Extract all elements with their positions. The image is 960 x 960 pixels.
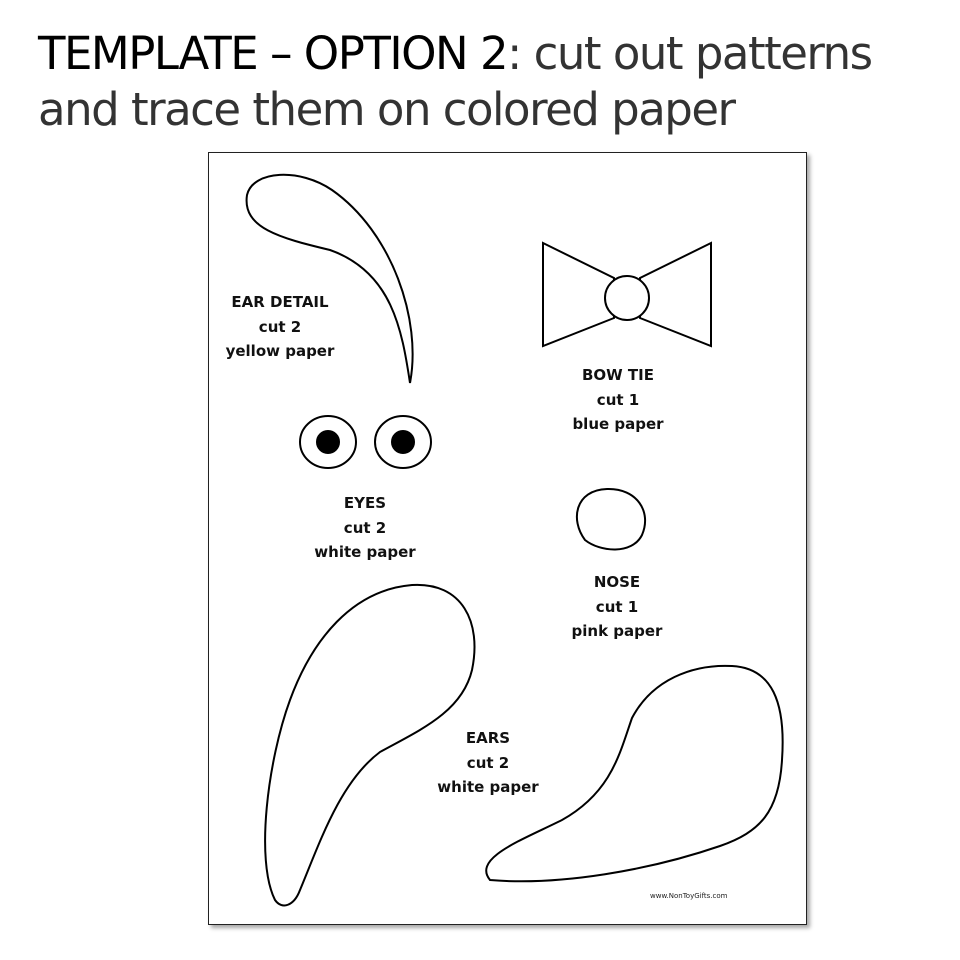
title-emphasis: TEMPLATE – OPTION 2: [38, 27, 509, 80]
title-line2: and trace them on colored paper: [38, 83, 736, 136]
eye-shape-left: [299, 415, 357, 469]
piece-name: EAR DETAIL: [231, 293, 329, 311]
label-ear-detail: EAR DETAIL cut 2 yellow paper: [200, 290, 360, 364]
piece-name: EARS: [465, 729, 511, 747]
label-ears: EARS cut 2 white paper: [408, 726, 568, 800]
nose-shape: [576, 487, 647, 551]
piece-count: cut 2: [466, 753, 510, 772]
bow-tie-shape: [542, 241, 712, 348]
ear-detail-shape: [245, 173, 414, 384]
label-nose: NOSE cut 1 pink paper: [537, 570, 697, 644]
ear-shape-left: [264, 583, 476, 907]
piece-paper: white paper: [437, 778, 539, 796]
label-eyes: EYES cut 2 white paper: [285, 491, 445, 565]
piece-count: cut 1: [595, 597, 639, 616]
watermark: www.NonToyGifts.com: [650, 892, 728, 900]
piece-count: cut 1: [596, 390, 640, 409]
piece-name: EYES: [343, 494, 387, 512]
piece-paper: pink paper: [571, 622, 663, 640]
piece-paper: yellow paper: [225, 342, 335, 360]
label-bow-tie: BOW TIE cut 1 blue paper: [538, 363, 698, 437]
piece-name: NOSE: [593, 573, 641, 591]
piece-name: BOW TIE: [581, 366, 654, 384]
title-rest: : cut out patterns: [507, 27, 873, 80]
piece-paper: blue paper: [572, 415, 664, 433]
ear-shape-right: [485, 664, 784, 883]
slide-title: TEMPLATE – OPTION 2: cut out patterns an…: [38, 26, 873, 138]
piece-paper: white paper: [314, 543, 416, 561]
eye-shape-right: [374, 415, 432, 469]
piece-count: cut 2: [343, 518, 387, 537]
piece-count: cut 2: [258, 317, 302, 336]
